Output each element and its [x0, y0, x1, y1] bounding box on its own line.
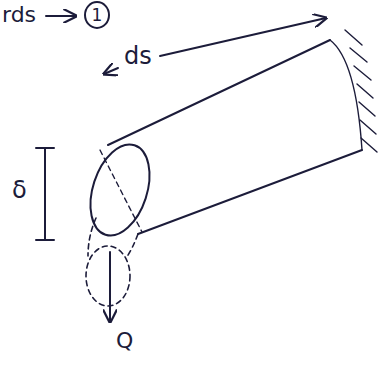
deflected-end [86, 246, 130, 306]
deflected-edge [88, 218, 96, 256]
dimension-label: ds [124, 44, 152, 68]
dimension-line [160, 18, 326, 56]
pointer-arrow [46, 15, 76, 17]
callout-number: 1 [92, 7, 103, 24]
load-label: Q [116, 330, 133, 352]
deflected-edge [126, 234, 138, 258]
note-text: rds [2, 4, 36, 26]
cylinder-edge [138, 150, 362, 234]
deflection-bracket [36, 148, 54, 240]
hidden-line [100, 150, 142, 232]
dimension-line [104, 68, 118, 74]
cylinder-end [330, 40, 362, 150]
cylinder-edge [108, 40, 330, 145]
dimension-label: δ [12, 178, 27, 202]
load-arrow [109, 252, 111, 322]
wall-hatch [345, 30, 377, 152]
callout-circle [85, 2, 109, 28]
